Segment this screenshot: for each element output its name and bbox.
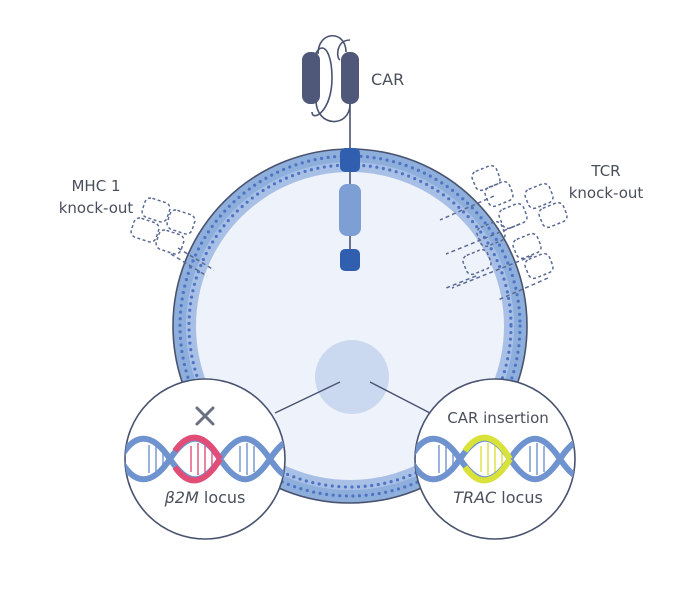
cytoplasm [196,172,504,480]
tcr-ghost-molecules [439,164,568,301]
nucleus [315,340,389,414]
tcr-label-line1: TCR [590,162,620,180]
x-cross-icon [195,406,215,426]
trac-dna-helix [415,434,575,484]
mhc1-label-line2: knock-out [59,199,134,217]
car-domain-right [341,52,359,104]
car-transmembrane [340,148,360,172]
trac-locus-word: locus [496,488,543,507]
car-signal-domain [340,249,360,271]
car-domain-left [302,52,320,104]
car-receptor [302,35,361,271]
b2m-locus-word: locus [199,488,246,507]
connector-b2m [274,381,341,414]
mhc1-label-line1: MHC 1 [71,177,120,195]
tcr-label-line2: knock-out [569,184,644,202]
car-costim-domain [339,184,361,236]
car-insertion-label: CAR insertion [447,409,549,427]
b2m-dna-helix [125,434,285,484]
car-label: CAR [371,70,404,89]
trac-locus-bubble: CAR insertion TRAC locus [414,378,576,540]
b2m-locus-bubble: β2M locus [124,378,286,540]
car-top-loop [317,35,347,55]
car-linker [315,99,351,123]
connector-trac [369,381,431,414]
trac-locus-label: TRAC locus [453,488,543,507]
mhc1-ghost-molecule [130,197,215,277]
trac-name: TRAC [453,488,497,507]
b2m-locus-label: β2M locus [164,488,246,507]
membrane-dots-outer [178,154,522,498]
b2m-name: β2M [164,488,199,507]
